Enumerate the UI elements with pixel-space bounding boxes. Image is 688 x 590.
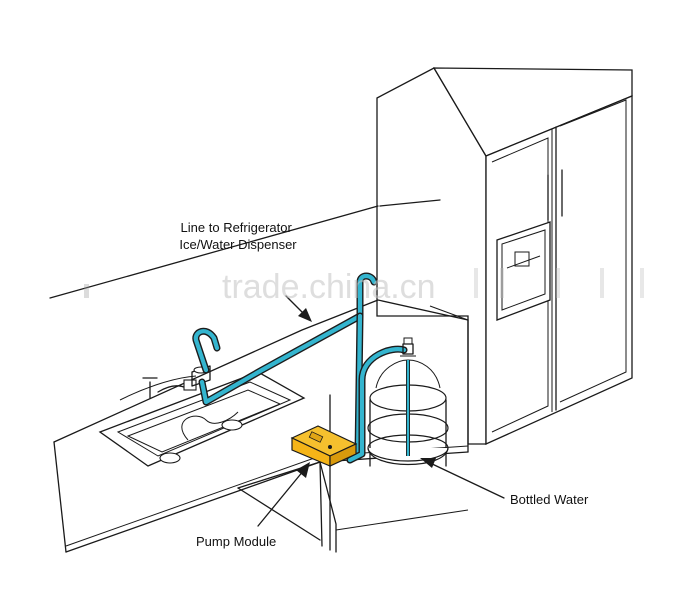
label-pump-module: Pump Module — [196, 534, 276, 549]
sink — [98, 365, 306, 467]
pump-module-icon — [290, 425, 358, 467]
watermark-dots — [84, 268, 644, 298]
label-line-to-refrigerator-1: Line to Refrigerator — [181, 220, 293, 235]
faucet-icon — [119, 375, 197, 401]
label-line-to-refrigerator: Line to Refrigerator Ice/Water Dispenser — [179, 220, 297, 252]
watermark: trade.china.cn — [222, 268, 436, 306]
label-bottled-water: Bottled Water — [510, 492, 589, 507]
line-to-refrigerator — [199, 273, 377, 405]
water-line — [192, 272, 408, 464]
drain-left — [159, 452, 181, 464]
ice-water-dispenser — [496, 221, 551, 321]
bottle-supply-line — [347, 347, 407, 463]
drain-right — [221, 419, 243, 431]
bottle-icon — [367, 337, 449, 467]
refrigerator — [376, 67, 633, 446]
refrigerator-front — [485, 95, 633, 446]
callout-arrows — [257, 295, 505, 527]
label-line-to-refrigerator-2: Ice/Water Dispenser — [179, 237, 297, 252]
faucet-line — [193, 329, 220, 373]
